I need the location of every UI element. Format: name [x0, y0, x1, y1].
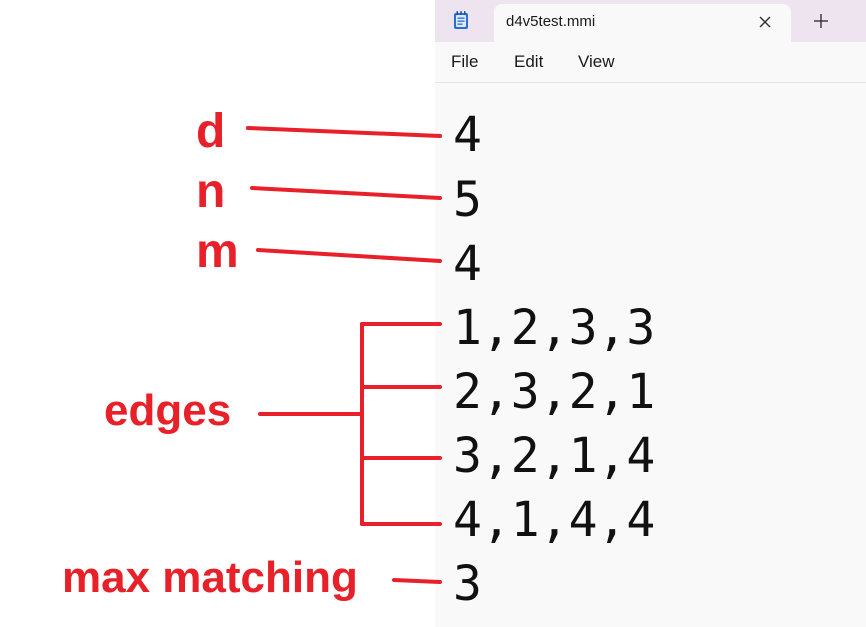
- annotation-line-max-matching: [392, 578, 442, 584]
- notepad-icon: [454, 11, 468, 29]
- menu-file[interactable]: File: [451, 52, 479, 71]
- menu-edit[interactable]: Edit: [514, 52, 544, 71]
- tab-bar: d4v5test.mmi: [435, 0, 866, 42]
- tab-d4v5test[interactable]: d4v5test.mmi: [494, 4, 791, 42]
- annotation-label-max-matching: max matching: [62, 553, 358, 602]
- annotation-label-d: d: [196, 105, 226, 158]
- editor-line-edge-4: 4,1,4,4: [453, 492, 656, 548]
- annotation-label-edges: edges: [104, 386, 232, 435]
- annotation-label-n: n: [196, 165, 226, 218]
- annotation-line-m: [256, 248, 442, 263]
- close-icon[interactable]: [757, 14, 773, 30]
- annotation-line-d: [246, 126, 442, 138]
- editor-line-edge-3: 3,2,1,4: [453, 428, 656, 484]
- notepad-window: d4v5test.mmi File Edit View 4 5 4 1,2,3,…: [435, 0, 866, 627]
- tab-title: d4v5test.mmi: [506, 13, 596, 30]
- menu-bar: File Edit View: [435, 42, 866, 83]
- editor-line-edge-2: 2,3,2,1: [453, 364, 656, 420]
- editor-line-n: 5: [453, 172, 482, 228]
- editor-line-max-matching: 3: [453, 556, 482, 612]
- editor-line-d: 4: [453, 107, 482, 163]
- annotation-label-m: m: [196, 225, 239, 278]
- plus-icon[interactable]: [812, 12, 830, 30]
- editor-line-m: 4: [453, 236, 482, 292]
- menu-view[interactable]: View: [578, 52, 615, 71]
- text-editor[interactable]: 4 5 4 1,2,3,3 2,3,2,1 3,2,1,4 4,1,4,4 3: [435, 83, 866, 627]
- editor-line-edge-1: 1,2,3,3: [453, 300, 656, 356]
- annotation-line-n: [250, 186, 442, 200]
